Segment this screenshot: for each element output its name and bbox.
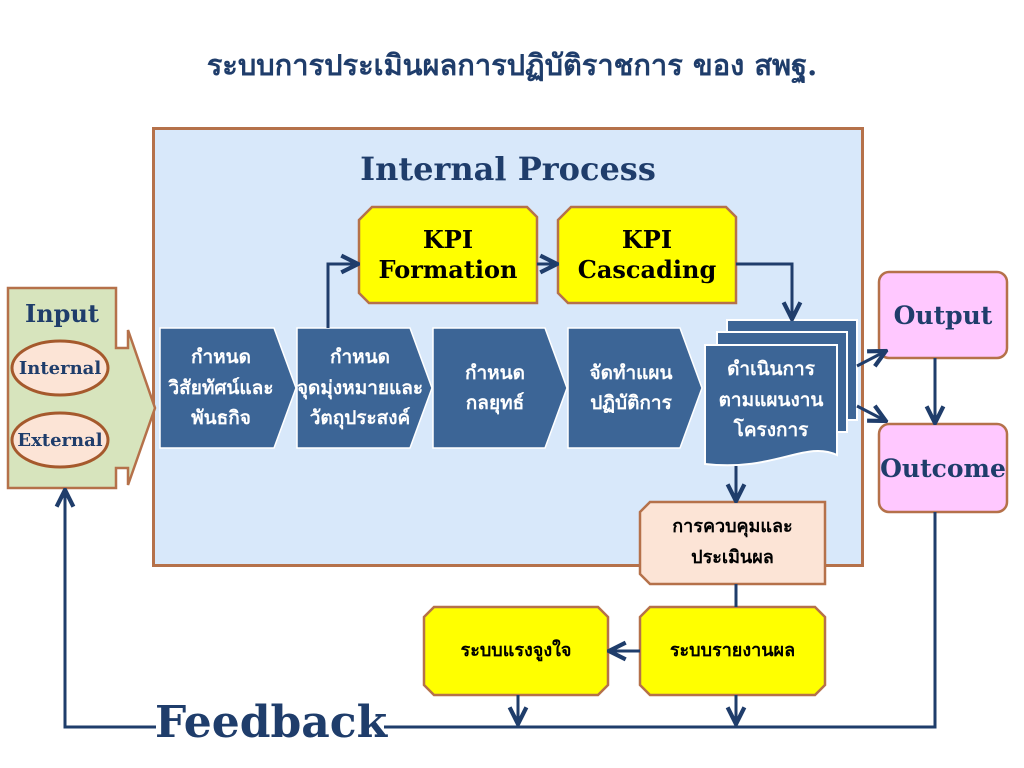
step-action-plan: จัดทำแผน ปฏิบัติการ: [589, 361, 673, 414]
step-vision-mission: กำหนด วิสัยทัศน์และ พันธกิจ: [168, 346, 274, 430]
kpi-formation-label: KPI Formation: [378, 225, 518, 284]
step-shape-2: [296, 327, 433, 449]
kpi-cascading-shape: [556, 205, 738, 305]
output-box: [877, 270, 1009, 360]
feedback-line-right: [384, 512, 937, 729]
step-shape-4: [567, 327, 703, 449]
reporting-box-shape: [638, 605, 827, 697]
outcome-label: Outcome: [880, 453, 1006, 483]
motivation-system-label: ระบบแรงจูงใจ: [460, 639, 572, 661]
arrow-cascading-to-docs: [736, 262, 792, 317]
motivation-box-shape: [422, 605, 610, 697]
input-external-label: External: [17, 429, 103, 451]
internal-process-title: Internal Process: [360, 150, 656, 188]
feedback-line-left: [65, 492, 156, 729]
control-evaluation-label: การควบคุมและ ประเมินผล: [672, 516, 793, 568]
doc-front: [704, 344, 838, 467]
input-internal-ellipse: [10, 339, 110, 397]
step-goals-objectives: กำหนด จุดมุ่งหมายและ วัตถุประสงค์: [296, 346, 424, 430]
arrow-docs-to-outcome: [856, 406, 884, 420]
step-strategy: กำหนด กลยุทธ์: [464, 361, 526, 414]
arrow-step2-to-kpi-formation: [326, 264, 356, 328]
kpi-cascading-label: KPI Cascading: [577, 225, 717, 284]
kpi-formation-shape: [357, 205, 539, 305]
input-title: Input: [25, 298, 99, 328]
input-internal-label: Internal: [18, 357, 102, 379]
feedback-label: Feedback: [154, 696, 388, 748]
step-shape-1: [159, 327, 297, 449]
reporting-system-label: ระบบรายงานผล: [669, 639, 796, 661]
arrow-docs-to-output: [856, 352, 884, 366]
step-shape-3: [432, 327, 568, 449]
step-implementation: ดำเนินการ ตามแผนงาน โครงการ: [718, 358, 824, 442]
control-box-shape: [638, 500, 827, 586]
input-external-ellipse: [10, 411, 110, 469]
page-title: ระบบการประเมินผลการปฏิบัติราชการ ของ สพฐ…: [206, 48, 818, 82]
output-label: Output: [893, 300, 993, 330]
